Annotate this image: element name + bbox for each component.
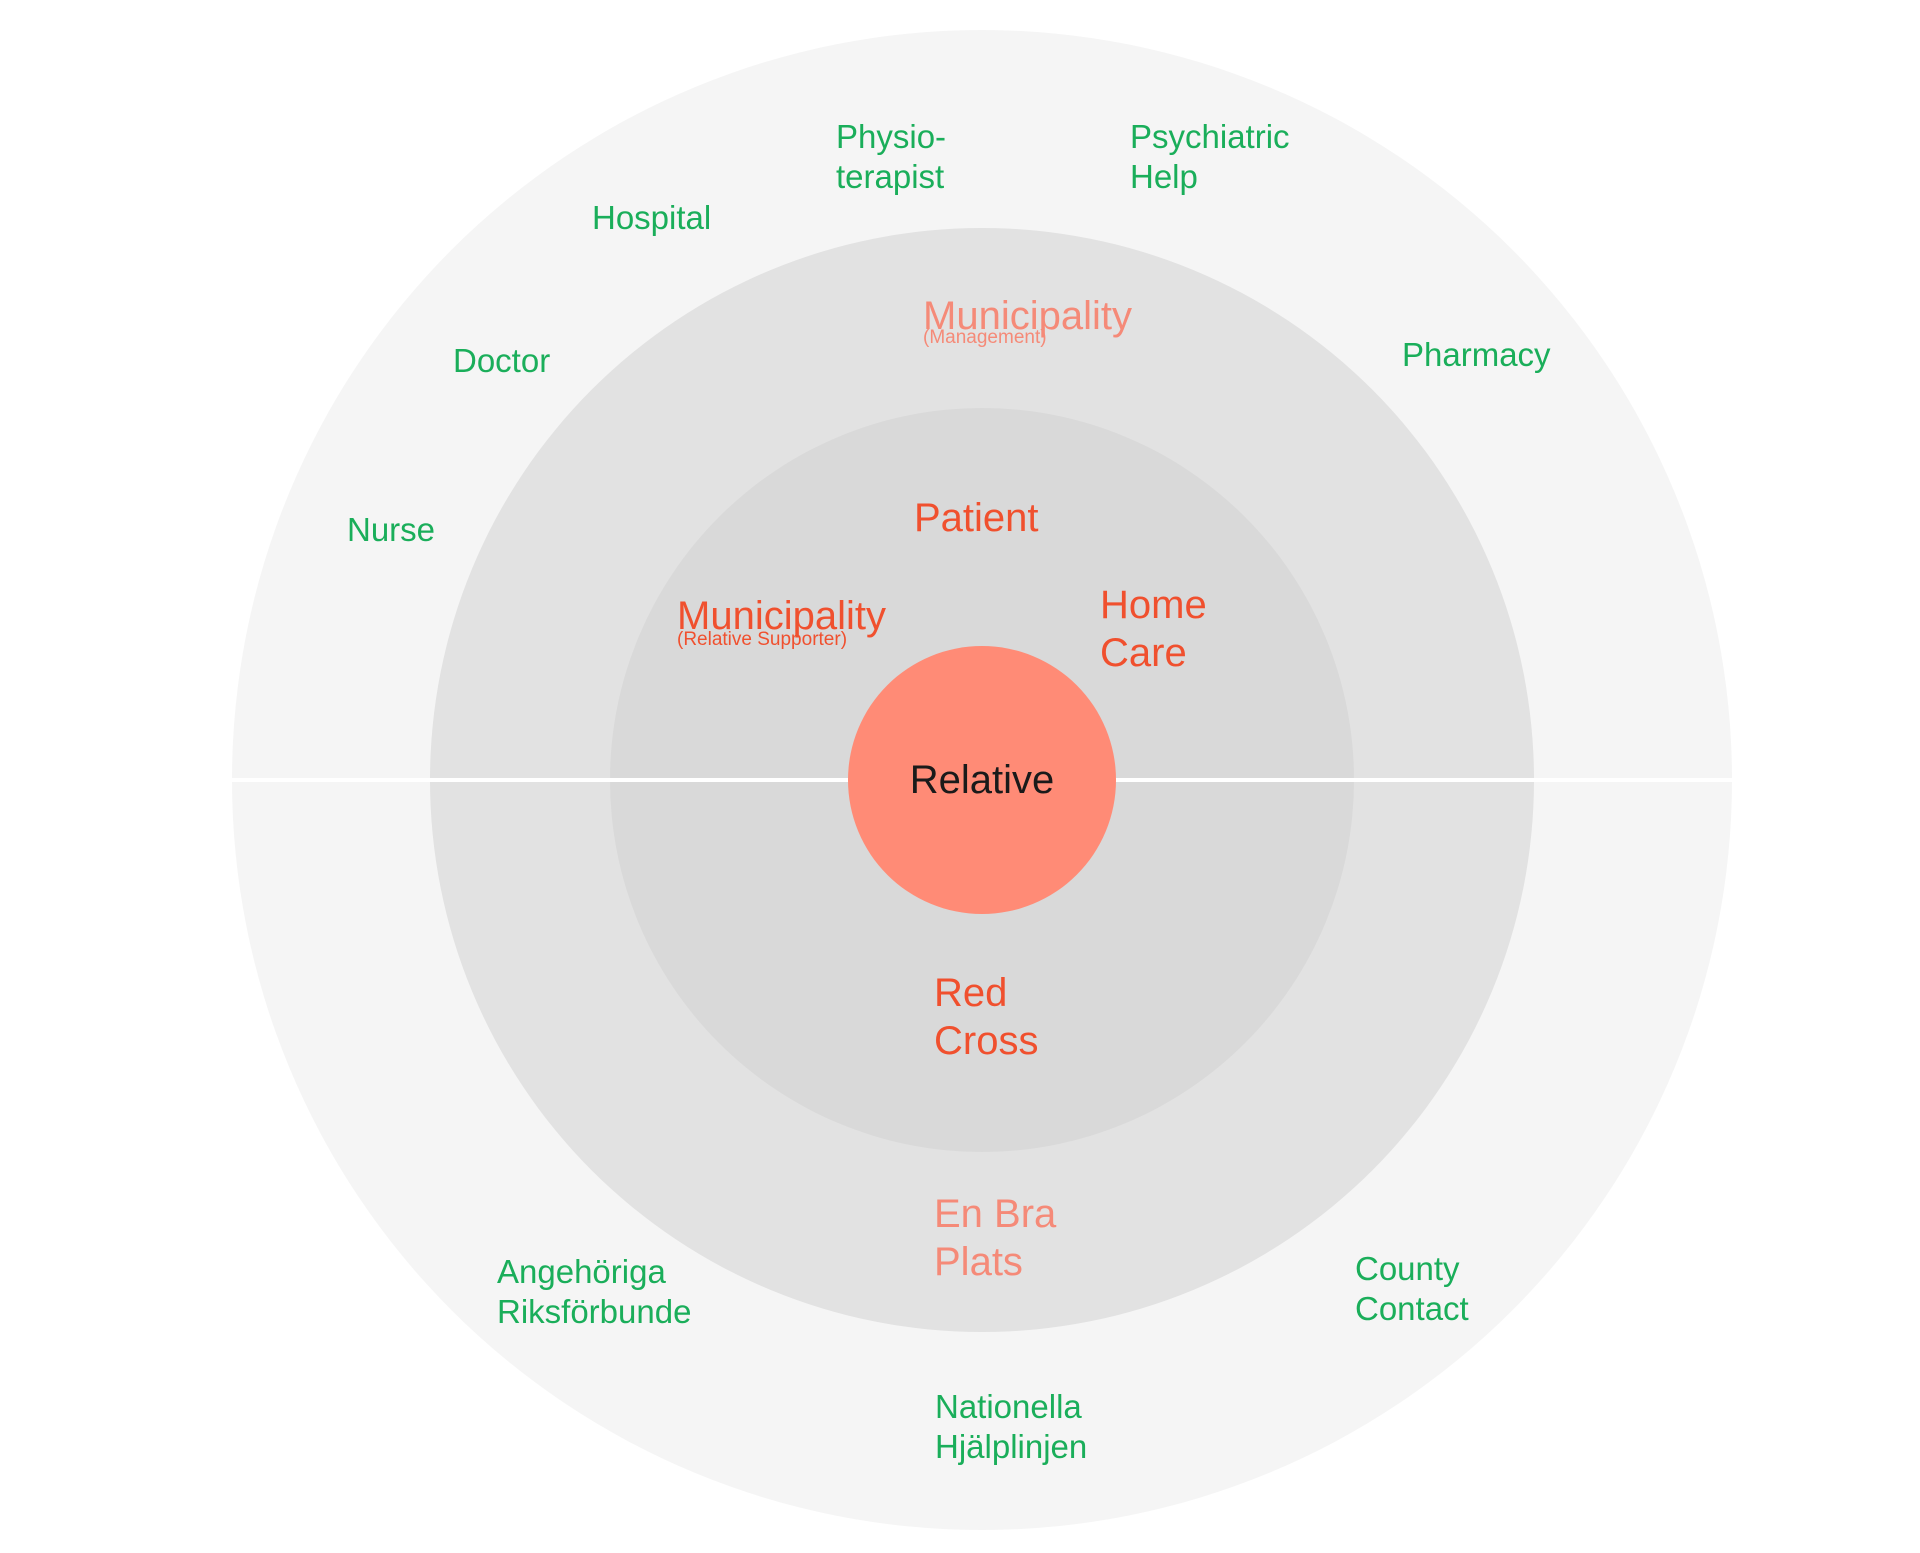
label-red-cross: Red Cross xyxy=(934,971,1039,1063)
label-patient: Patient xyxy=(914,496,1039,540)
label-county-contact: County Contact xyxy=(1355,1250,1469,1327)
label-nationella: Nationella Hjälplinjen xyxy=(935,1388,1088,1465)
label-municipality-management: Municipality (Management) xyxy=(923,294,1132,348)
label-physioterapist: Physio- terapist xyxy=(836,118,947,195)
label-angehoriga: Angehöriga Riksförbunde xyxy=(497,1253,692,1330)
label-nurse: Nurse xyxy=(347,511,436,548)
label-pharmacy: Pharmacy xyxy=(1402,336,1551,373)
center-circle: Relative xyxy=(848,646,1116,914)
label-home-care: Home Care xyxy=(1100,583,1207,675)
center-label: Relative xyxy=(909,757,1055,802)
label-hospital: Hospital xyxy=(592,199,712,236)
label-doctor: Doctor xyxy=(453,342,551,379)
label-municipality-relative-supporter: Municipality (Relative Supporter) xyxy=(677,594,886,650)
label-psychiatric-help: Psychiatric Help xyxy=(1130,118,1290,195)
label-en-bra-plats: En Bra Plats xyxy=(934,1192,1057,1284)
